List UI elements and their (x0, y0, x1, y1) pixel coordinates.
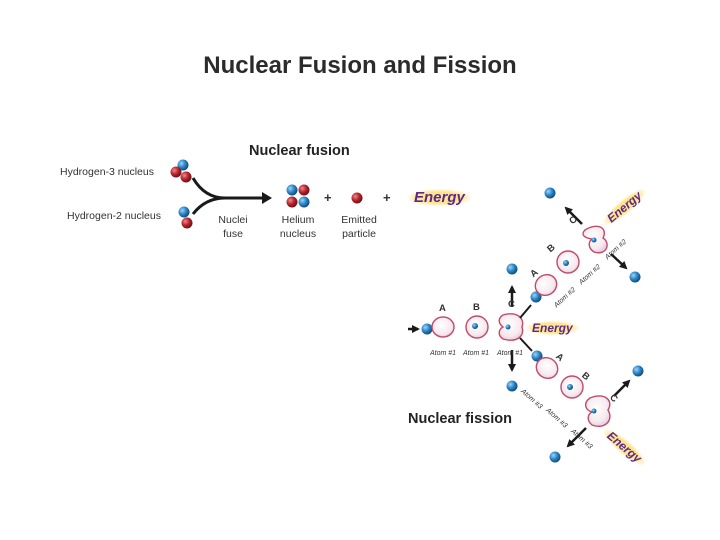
emitted-particle-label: Emitted particle (341, 214, 377, 240)
neutron-particle (178, 206, 190, 218)
fusion-title: Nuclear fusion (249, 143, 350, 159)
stage-b-label: B (473, 302, 480, 313)
atom3-stage-c (585, 395, 611, 427)
helium-nucleus-icon (286, 184, 310, 208)
atom3-stage-b (560, 375, 584, 399)
fission-title: Nuclear fission (408, 411, 512, 427)
plus-sign: + (324, 190, 332, 205)
neutron-particle (177, 159, 189, 171)
hydrogen-2-nucleus (178, 206, 193, 229)
fusion-arrow (191, 177, 272, 215)
stage-a-label: A (439, 303, 446, 314)
hydrogen-3-label: Hydrogen-3 nucleus (60, 166, 154, 178)
atom2-stage-a (534, 273, 558, 297)
atom1-label: Atom #1 (463, 350, 490, 357)
atom1-stage-c (498, 313, 524, 341)
plus-sign: + (383, 190, 391, 205)
incoming-neutron (421, 323, 433, 335)
atom1-stage-b (465, 315, 489, 339)
helium-nucleus-label: Helium nucleus (279, 214, 317, 240)
hydrogen-2-label: Hydrogen-2 nucleus (67, 210, 161, 222)
proton-particle (170, 166, 182, 178)
atom1-label: Atom #1 (430, 350, 457, 357)
atom2-stage-b (556, 250, 580, 274)
atom2-stage-c (582, 225, 608, 254)
nuclei-fuse-label: Nuclei fuse (218, 214, 248, 240)
atom3-stage-a (535, 356, 559, 380)
atom1-label: Atom #1 (497, 350, 524, 357)
emitted-particle-icon (351, 192, 363, 204)
proton-particle (181, 217, 193, 229)
page-title: Nuclear Fusion and Fission (203, 52, 517, 79)
neutron-particle (180, 171, 192, 183)
hydrogen-3-nucleus (170, 159, 192, 183)
stage-c-label: C (508, 299, 515, 310)
fission-energy-label: Energy (526, 321, 579, 335)
fusion-energy-label: Energy (408, 189, 471, 206)
atom1-stage-a (431, 316, 455, 338)
